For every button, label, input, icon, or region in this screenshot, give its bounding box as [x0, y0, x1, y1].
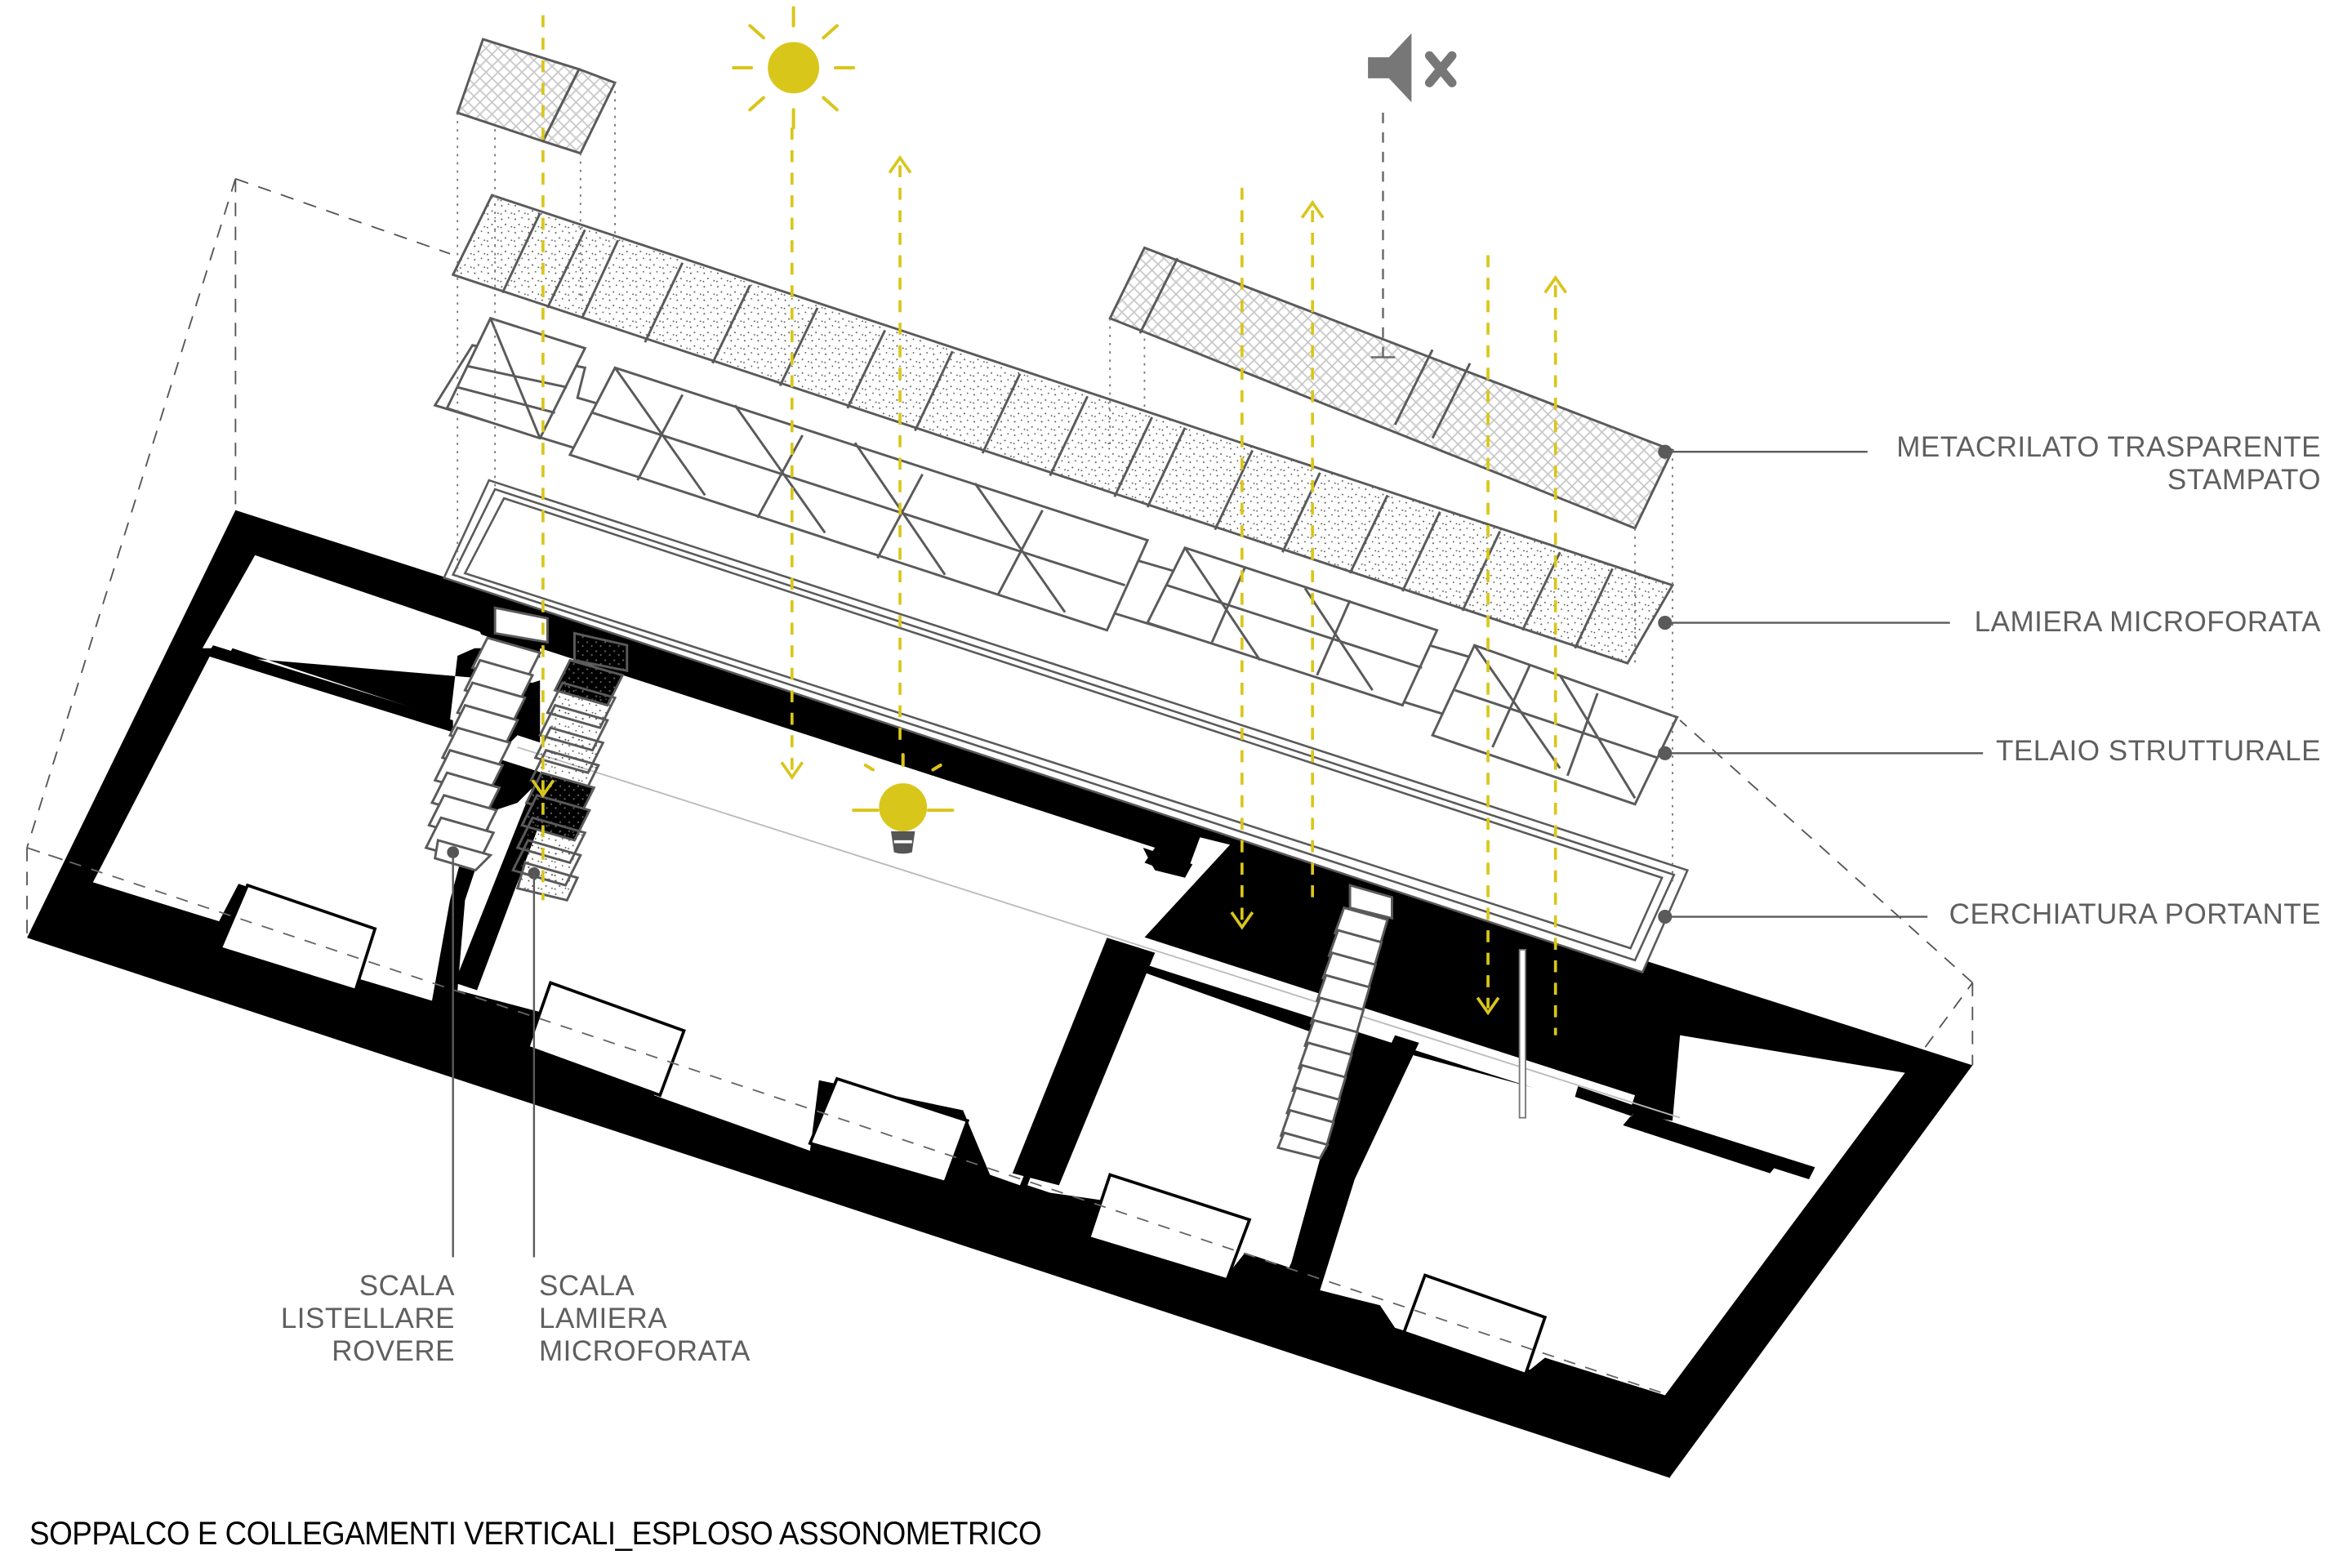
diagram-title: SOPPALCO E COLLEGAMENTI VERTICALI_ESPLOS… — [29, 1516, 1042, 1552]
label-lamiera: LAMIERA MICROFORATA — [1975, 606, 2321, 639]
partition-wall — [1286, 1035, 1419, 1279]
label-scala-listellare: SCALA LISTELLARE ROVERE — [281, 1270, 455, 1368]
light-bulb-icon — [852, 753, 955, 854]
arrow-up-icon — [888, 154, 912, 174]
arrow-up-icon — [1300, 200, 1325, 219]
label-line: SCALA — [539, 1270, 635, 1302]
label-cerchiatura: CERCHIATURA PORTANTE — [1949, 898, 2321, 931]
label-line: LAMIERA — [539, 1303, 668, 1334]
label-line: TELAIO STRUTTURALE — [1996, 735, 2321, 767]
label-line: METACRILATO TRASPARENTE — [1896, 431, 2321, 463]
layer-lamiera-microforata — [451, 194, 1675, 665]
arrow-down-icon — [1230, 911, 1254, 930]
arrowheads — [531, 154, 1568, 1016]
label-line: MICROFORATA — [539, 1335, 751, 1367]
partition-wall — [207, 645, 453, 733]
label-metacrilato: METACRILATO TRASPARENTE STAMPATO — [1896, 431, 2321, 497]
sound-path — [1370, 113, 1396, 359]
partition-wall — [1628, 1110, 1815, 1179]
label-line: SCALA — [359, 1270, 455, 1302]
label-scala-lamiera: SCALA LAMIERA MICROFORATA — [539, 1270, 751, 1368]
partition-wall — [1575, 1086, 1636, 1116]
stair-lamiera-microforata — [511, 631, 629, 902]
label-telaio: TELAIO STRUTTURALE — [1996, 735, 2321, 768]
stair-right — [1276, 884, 1393, 1160]
arrow-down-icon — [780, 761, 804, 780]
arrow-down-icon — [531, 779, 555, 798]
label-line: LISTELLARE — [280, 1303, 455, 1334]
light-rays — [541, 15, 1557, 1036]
label-line: STAMPATO — [2167, 464, 2321, 496]
layer-telaio-strutturale — [433, 316, 1679, 806]
section-dashed-line — [26, 847, 1670, 1396]
support-rod — [1518, 949, 1526, 1119]
sun-icon — [732, 6, 856, 130]
label-line: ROVERE — [332, 1335, 455, 1367]
projection-lines — [457, 82, 1673, 885]
stair-listellare-rovere — [424, 606, 549, 872]
arrow-up-icon — [1544, 274, 1568, 294]
window-openings — [218, 883, 1548, 1377]
label-line: LAMIERA MICROFORATA — [1974, 606, 2321, 638]
leader-lines — [452, 444, 1984, 1258]
partition-wall — [1012, 938, 1156, 1186]
speaker-muted-icon — [1368, 33, 1457, 103]
label-line: CERCHIATURA PORTANTE — [1949, 898, 2321, 930]
arrow-down-icon — [1476, 996, 1500, 1016]
layer-metacrilato-trasparente — [456, 38, 1674, 530]
layer-cerchiatura-portante — [442, 479, 1690, 974]
